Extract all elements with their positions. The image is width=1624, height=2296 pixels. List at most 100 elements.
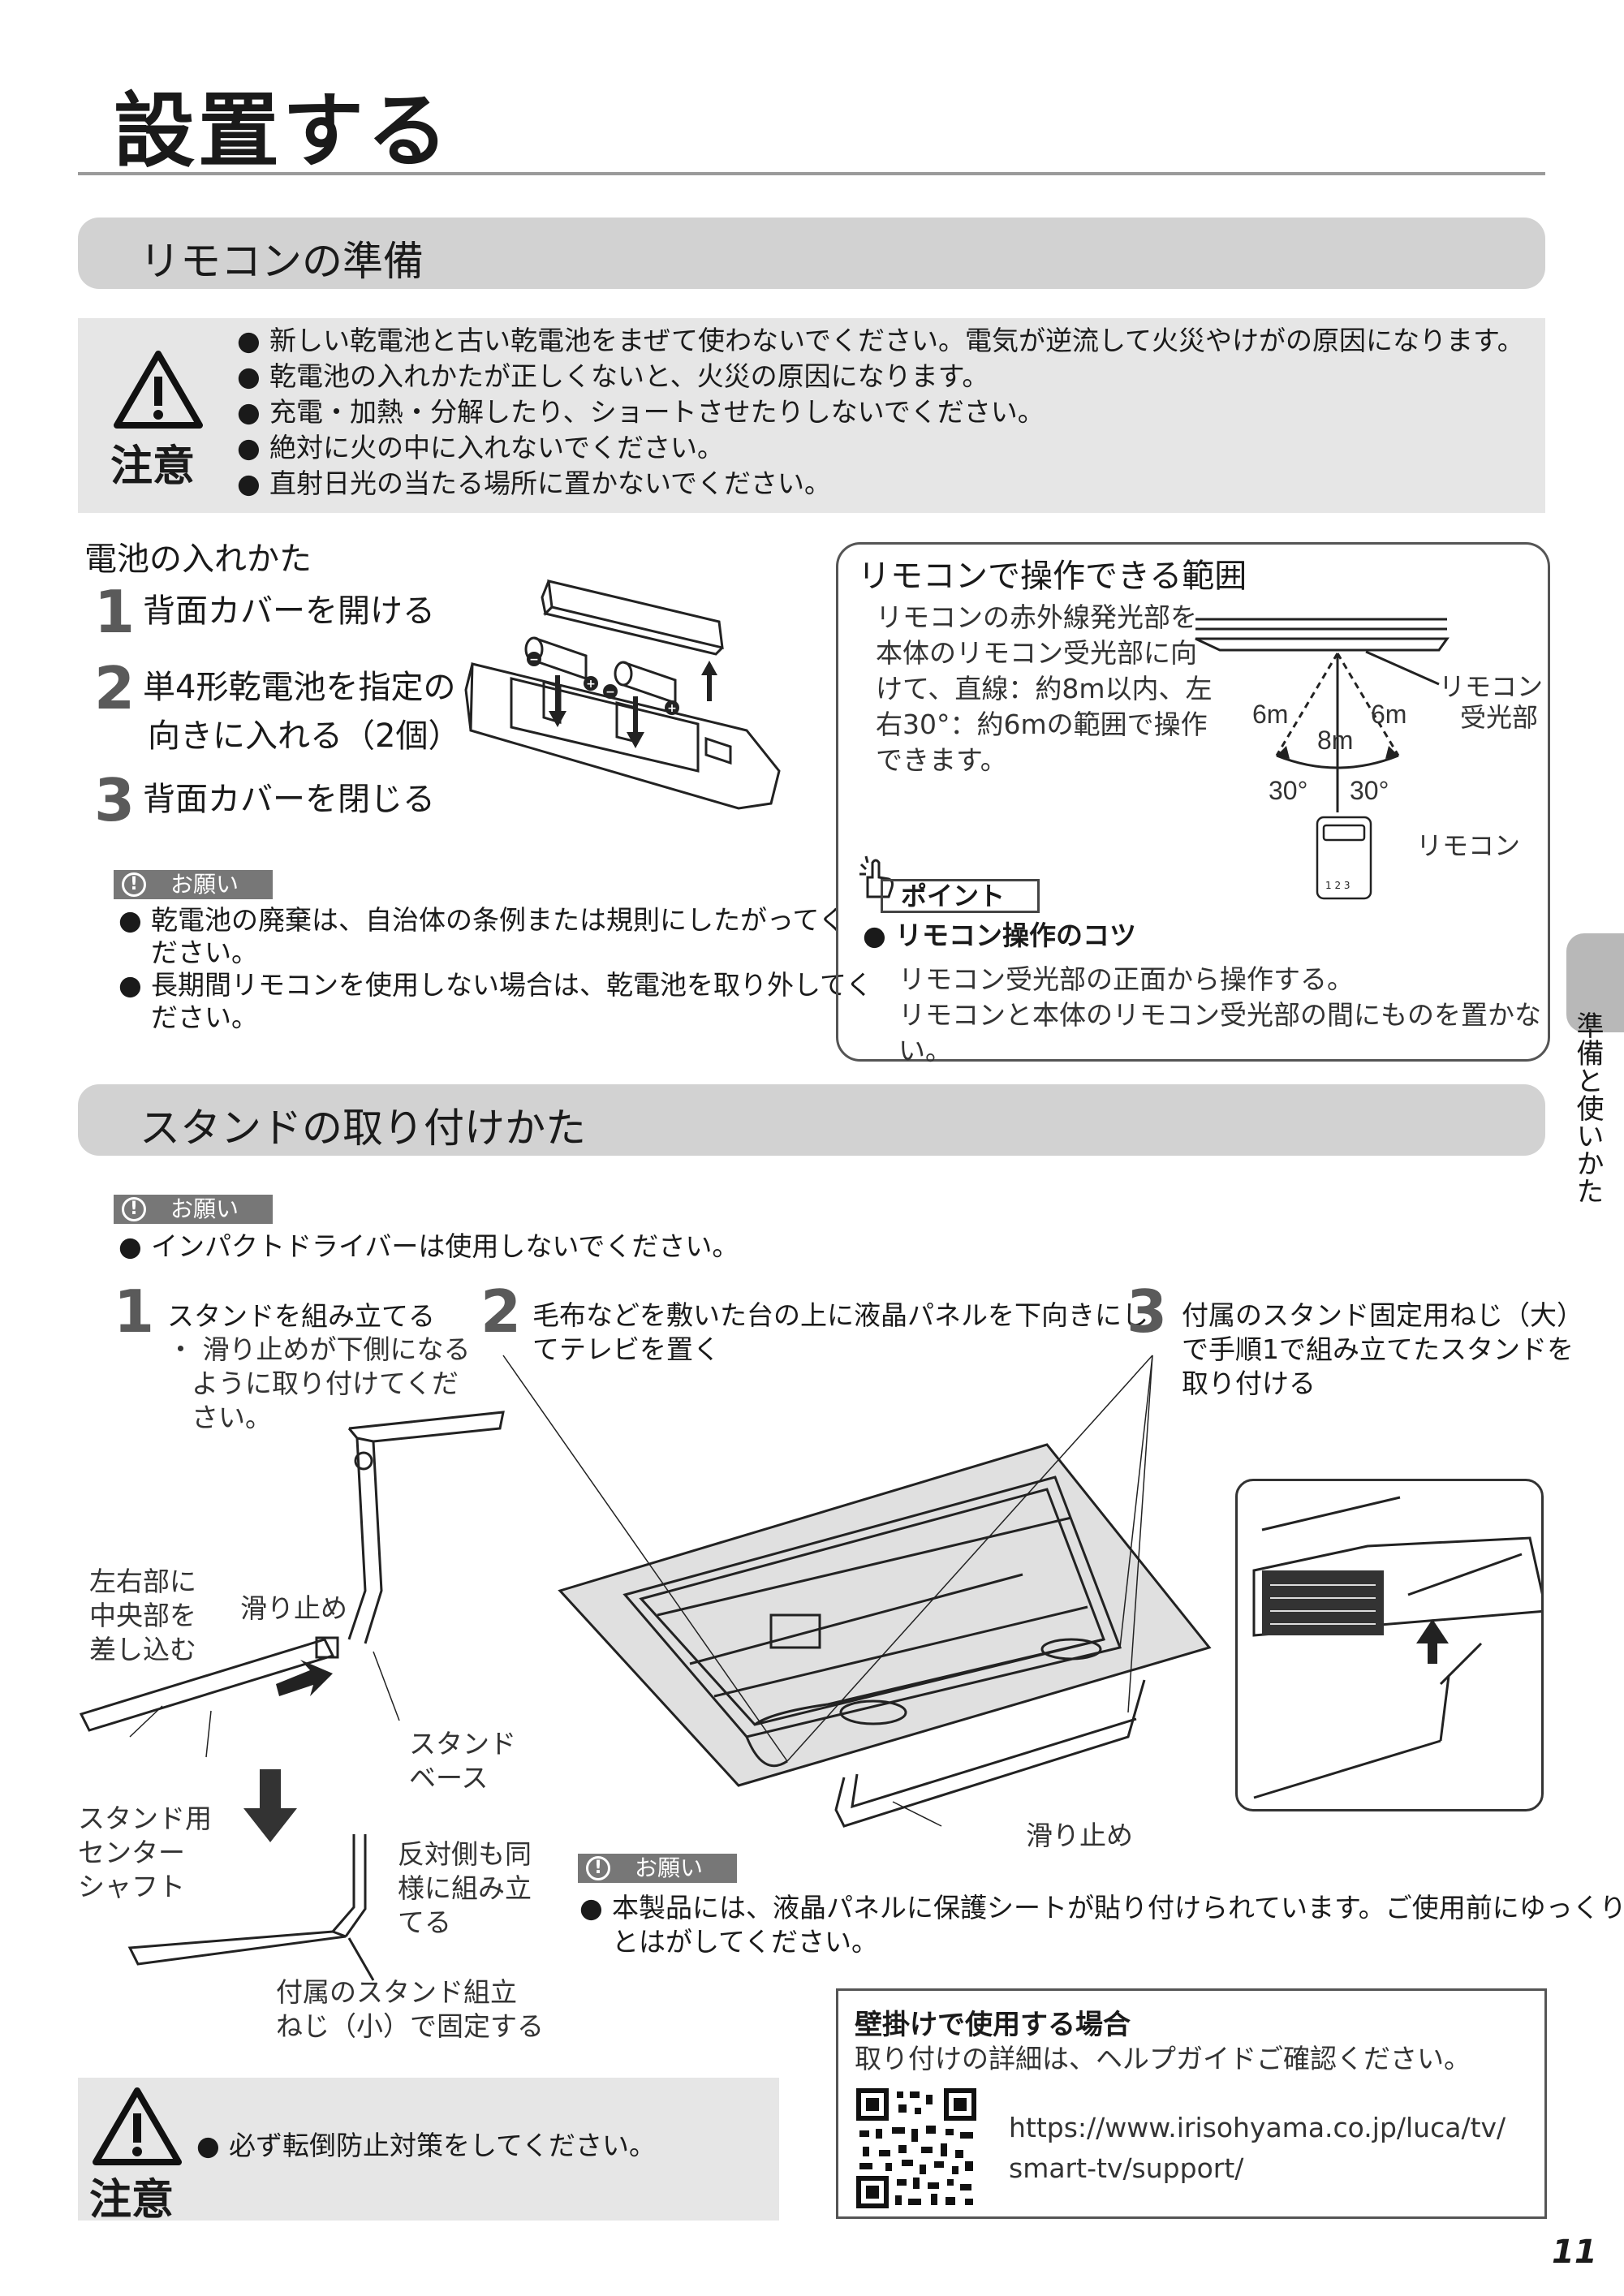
tip-line: リモコンと本体のリモコン受光部の間にものを置かない。 xyxy=(898,999,1541,1066)
label-screw-small: 付属のスタンド組立 ねじ（小）で固定する xyxy=(276,1975,544,2044)
remote-icon xyxy=(1316,816,1372,900)
label-line: 左右部に xyxy=(89,1566,196,1597)
label-line: 差し込む xyxy=(89,1634,196,1665)
tv-panel-illustration xyxy=(502,1355,1212,1828)
warning-icon xyxy=(93,2087,182,2165)
exclamation-icon: ! xyxy=(122,872,146,897)
step-subtext: ・ 滑り止めが下側になる ように取り付けてくだ さい。 xyxy=(167,1333,471,1435)
support-url[interactable]: https://www.irisohyama.co.jp/luca/tv/ sm… xyxy=(1009,2108,1506,2189)
left-distance: 6m xyxy=(1252,700,1288,729)
battery-insert-illustration: − + − + xyxy=(464,579,781,810)
label-non-slip: 滑り止め xyxy=(240,1592,347,1624)
step-line: 付属のスタンド固定用ねじ（大） xyxy=(1182,1299,1583,1331)
receiver-label: リモコン xyxy=(1439,672,1543,701)
section-header-stand: スタンドの取り付けかた xyxy=(78,1084,1545,1156)
onegai-tag: ! お願い xyxy=(114,1195,273,1224)
tip-list: リモコン操作のコツ xyxy=(863,918,1136,954)
side-tab xyxy=(1566,933,1624,1032)
point-hand-icon xyxy=(859,855,894,898)
caution-item: 必ず転倒防止対策をしてください。 xyxy=(196,2128,656,2164)
label-line: スタンド用 xyxy=(78,1803,212,1834)
exclamation-icon: ! xyxy=(586,1856,610,1880)
minus-mark: − xyxy=(529,653,539,666)
section-title: スタンドの取り付けかた xyxy=(140,1105,586,1152)
step-number: 1 xyxy=(94,578,136,646)
wall-text: 取り付けの詳細は、ヘルプガイドご確認ください。 xyxy=(855,2043,1471,2074)
onegai-item: 本製品には、液晶パネルに保護シートが貼り付けられています。ご使用前にゆっくり と… xyxy=(579,1891,1624,1959)
step-text: 背面カバーを開ける xyxy=(143,592,435,630)
tip-line: リモコン受光部の正面から操作する。 xyxy=(898,963,1354,995)
step-text: 背面カバーを閉じる xyxy=(143,781,435,818)
step-number: 3 xyxy=(1126,1277,1168,1346)
caution-label: 注意 xyxy=(89,2176,174,2225)
onegai-line: とはがしてください。 xyxy=(612,1926,879,1958)
label-line: 様に組み立 xyxy=(398,1872,532,1904)
side-tab-label: 準備と使いかた xyxy=(1571,1011,1604,1204)
onegai-item: 乾電池の廃棄は、自治体の条例または規則にしたがってく ださい。 xyxy=(118,904,872,969)
caution-box: 注意 必ず転倒防止対策をしてください。 xyxy=(78,2078,779,2225)
step-line: で手順1で組み立てたスタンドを xyxy=(1182,1333,1574,1365)
onegai-label: お願い xyxy=(170,1195,239,1222)
onegai-line: 本製品には、液晶パネルに保護シートが貼り付けられています。ご使用前にゆっくり xyxy=(612,1892,1624,1923)
stand-assembly-illustration xyxy=(79,1411,505,1981)
onegai-line: 乾電池の廃棄は、自治体の条例または規則にしたがってく xyxy=(151,904,846,936)
range-diagram: 6m 6m 8m 30° 30° リモコン 受光部 リモコン 1 2 3 xyxy=(1195,618,1543,900)
point-tag: ポイント xyxy=(881,879,1040,913)
step-line: 毛布などを敷いた台の上に液晶パネルを下向きにし xyxy=(532,1299,1148,1331)
section-title: リモコンの準備 xyxy=(140,238,424,285)
range-title: リモコンで操作できる範囲 xyxy=(858,558,1247,595)
section-header-remote-prep: リモコンの準備 xyxy=(78,218,1545,289)
range-text-line: 本体のリモコン受光部に向 xyxy=(876,637,1197,669)
url-line: smart-tv/support/ xyxy=(1009,2152,1244,2184)
onegai-tag: ! お願い xyxy=(114,870,273,899)
center-distance: 8m xyxy=(1317,726,1353,755)
onegai-label: お願い xyxy=(635,1854,704,1881)
detail-inset xyxy=(1235,1479,1544,1811)
wall-mount-box: 壁掛けで使用する場合 取り付けの詳細は、ヘルプガイドご確認ください。 xyxy=(836,1988,1547,2219)
step-text: 毛布などを敷いた台の上に液晶パネルを下向きにし てテレビを置く xyxy=(532,1299,1148,1367)
label-stand-base: スタンド ベース xyxy=(409,1727,516,1795)
onegai-line: ださい。 xyxy=(151,937,258,968)
remote-keys: 1 2 3 xyxy=(1325,880,1350,891)
battery-title: 電池の入れかた xyxy=(84,541,312,578)
label-line: センター xyxy=(78,1837,185,1868)
step-subline: ・ 滑り止めが下側になる xyxy=(167,1333,471,1365)
wall-title: 壁掛けで使用する場合 xyxy=(855,2009,1131,2041)
caution-list: 必ず転倒防止対策をしてください。 xyxy=(196,2128,656,2164)
caution-item: 乾電池の入れかたが正しくないと、火災の原因になります。 xyxy=(237,359,1524,394)
onegai-list: 乾電池の廃棄は、自治体の条例または規則にしたがってく ださい。 長期間リモコンを… xyxy=(118,904,872,1034)
minus-mark: − xyxy=(605,686,615,699)
onegai-label: お願い xyxy=(170,871,239,898)
onegai-list: インパクトドライバーは使用しないでください。 xyxy=(118,1229,739,1264)
caution-box: 注意 新しい乾電池と古い乾電池をまぜて使わないでください。電気が逆流して火災やけ… xyxy=(78,318,1545,513)
right-distance: 6m xyxy=(1371,700,1406,729)
warning-icon xyxy=(114,351,203,429)
remote-label: リモコン xyxy=(1416,831,1520,860)
step-subline: ように取り付けてくだ xyxy=(192,1368,459,1399)
range-text-line: けて、直線：約8m以内、左 xyxy=(876,673,1213,704)
label-line: ねじ（小）で固定する xyxy=(276,2010,544,2042)
plus-mark: + xyxy=(586,678,596,691)
range-text: リモコンの赤外線発光部を 本体のリモコン受光部に向 けて、直線：約8m以内、左 … xyxy=(876,600,1213,778)
url-line: https://www.irisohyama.co.jp/luca/tv/ xyxy=(1009,2112,1506,2143)
label-line: てる xyxy=(398,1906,451,1938)
page-number: 11 xyxy=(1552,2234,1597,2271)
step-line: 取り付ける xyxy=(1182,1368,1316,1399)
onegai-list: 本製品には、液晶パネルに保護シートが貼り付けられています。ご使用前にゆっくり と… xyxy=(579,1891,1624,1959)
label-center-shaft: スタンド用 センター シャフト xyxy=(78,1802,212,1904)
label-non-slip-bottom: 滑り止め xyxy=(1026,1820,1133,1851)
label-line: 反対側も同 xyxy=(398,1838,532,1870)
title-rule xyxy=(78,172,1545,175)
caution-item: 充電・加熱・分解したり、ショートさせたりしないでください。 xyxy=(237,394,1524,430)
label-insert: 左右部に 中央部を 差し込む xyxy=(89,1565,196,1667)
label-line: スタンド xyxy=(409,1728,516,1760)
step-number: 3 xyxy=(94,766,136,834)
step-number: 2 xyxy=(94,654,136,722)
caution-list: 新しい乾電池と古い乾電池をまぜて使わないでください。電気が逆流して火災やけがの原… xyxy=(237,323,1524,502)
step-subline: さい。 xyxy=(192,1402,272,1433)
caution-item: 絶対に火の中に入れないでください。 xyxy=(237,430,1524,466)
qr-code-icon xyxy=(856,2088,976,2208)
onegai-line: 長期間リモコンを使用しない場合は、乾電池を取り外してく xyxy=(151,969,873,1001)
onegai-tag: ! お願い xyxy=(578,1854,737,1883)
range-text-line: 右30°：約6mの範囲で操作 xyxy=(876,709,1208,740)
